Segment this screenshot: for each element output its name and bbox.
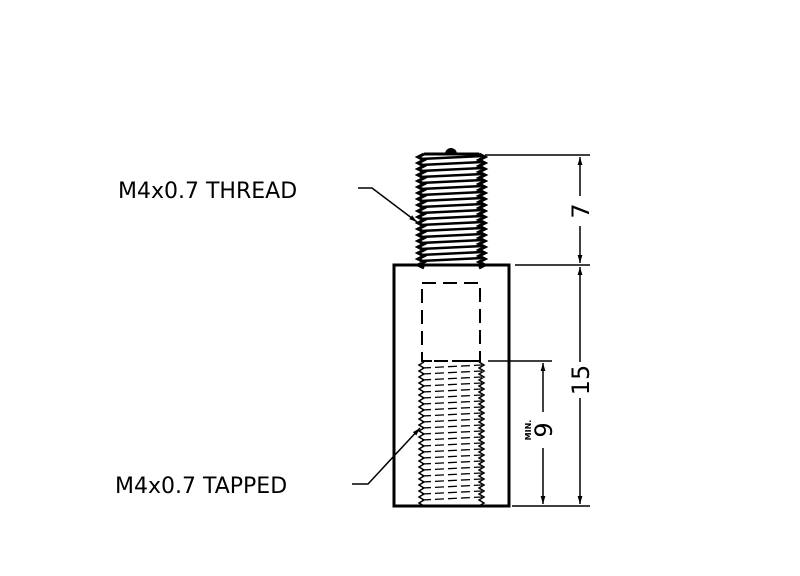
dim-tapped-depth: 9 — [530, 422, 558, 437]
dim-body-length: 15 — [567, 365, 595, 396]
hidden-hole-outline — [421, 282, 481, 362]
dim-min-note: MIN. — [524, 420, 533, 441]
external-thread — [414, 148, 489, 270]
tapped-leader — [352, 427, 421, 485]
extension-lines — [485, 154, 590, 507]
dim-thread-length: 7 — [567, 203, 595, 218]
tapped-label: M4x0.7 TAPPED — [115, 474, 287, 499]
thread-leader — [358, 187, 418, 223]
dimension-lines — [540, 157, 583, 504]
thread-label: M4x0.7 THREAD — [118, 179, 297, 204]
tapped-thread — [417, 360, 486, 507]
standoff-body — [392, 263, 511, 508]
